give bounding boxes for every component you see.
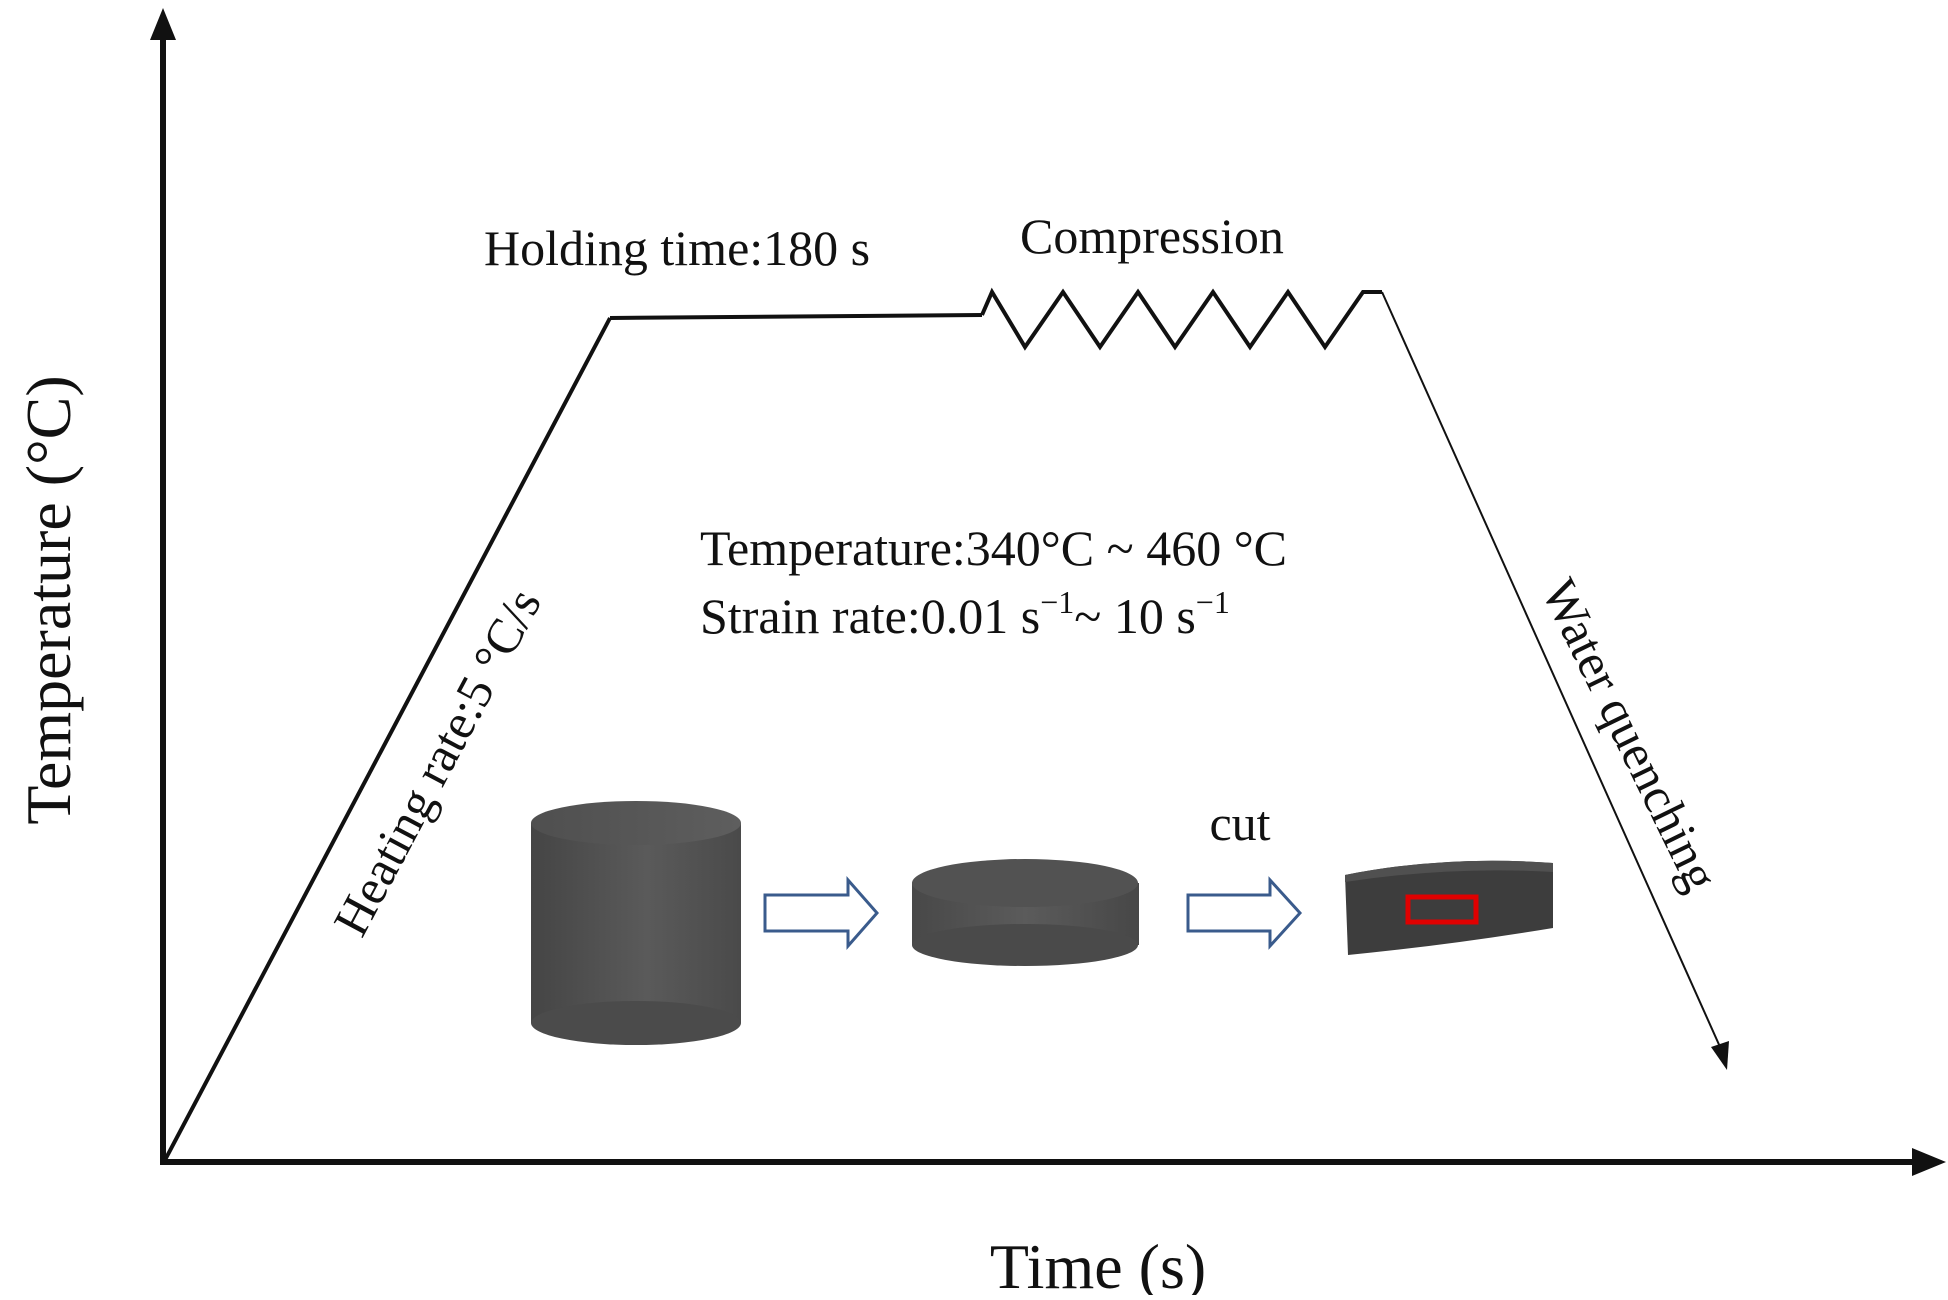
strain-rate-exp-2: −1 xyxy=(1196,584,1230,620)
quenching-arrowhead xyxy=(1711,1041,1729,1070)
heating-ramp-line xyxy=(163,317,612,1161)
compression-label: Compression xyxy=(1020,208,1284,264)
strain-rate-mid: ~ 10 s xyxy=(1074,588,1196,644)
heating-rate-label: Heating rate:5 °C/s xyxy=(322,579,552,944)
holding-time-label: Holding time:180 s xyxy=(484,220,870,276)
cut-label: cut xyxy=(1209,795,1270,851)
x-axis-arrowhead xyxy=(1912,1148,1946,1176)
y-axis-arrowhead xyxy=(150,8,176,40)
transition-arrow-1 xyxy=(763,876,879,950)
compression-zigzag xyxy=(980,287,1382,351)
transition-arrow-2 xyxy=(1186,876,1303,950)
holding-line xyxy=(609,313,983,320)
compressed-disk-specimen xyxy=(912,859,1139,966)
cylinder-specimen xyxy=(531,801,741,1045)
cut-region-marker xyxy=(1405,894,1479,925)
strain-rate-prefix: Strain rate:0.01 s xyxy=(700,588,1040,644)
temperature-condition: Temperature:340°C ~ 460 °C xyxy=(700,520,1287,576)
y-axis-label: Temperature (°C) xyxy=(13,375,84,824)
strain-rate-exp-1: −1 xyxy=(1040,584,1074,620)
water-quenching-label: Water quenching xyxy=(1531,570,1730,899)
axes xyxy=(150,8,1946,1176)
strain-rate-condition: Strain rate:0.01 s−1~ 10 s−1 xyxy=(700,584,1230,644)
process-curve xyxy=(163,287,1729,1161)
x-axis-label: Time (s) xyxy=(990,1231,1206,1295)
quenching-line xyxy=(1381,291,1726,1059)
specimen-sequence: cut xyxy=(531,795,1553,1045)
cut-specimen xyxy=(1345,860,1553,955)
